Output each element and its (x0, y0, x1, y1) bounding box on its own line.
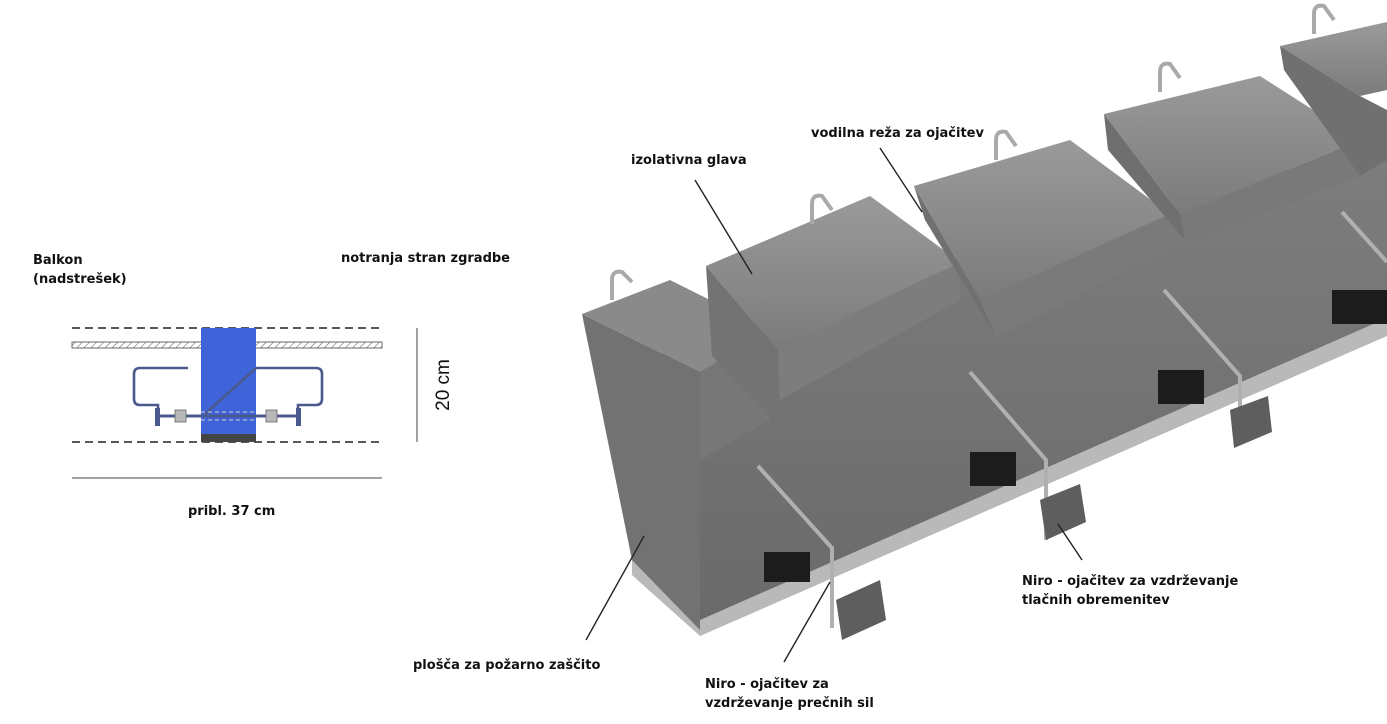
guide-slot-label: vodilna reža za ojačitev (811, 126, 984, 141)
right-bar-nut (265, 409, 278, 423)
insulation-head-1 (706, 196, 960, 420)
compression-rebar-label-line1: Niro - ojačitev za vzdrževanje (1022, 574, 1239, 589)
right-rebar-loop (256, 366, 324, 416)
right-end-plate (296, 408, 301, 426)
top-rebar-hook-1 (610, 269, 634, 300)
leader-insulation-head (694, 179, 753, 275)
insulation-head-2 (914, 140, 1170, 338)
fire-plate-label: plošča za požarno zaščito (413, 658, 601, 673)
compression-rebar-label-line2: tlačnih obremenitev (1022, 593, 1170, 608)
leader-fire-plate (585, 535, 645, 641)
diagonal-shear-bar (204, 367, 257, 415)
leader-guide-slot (879, 147, 923, 213)
leader-shear-rebar (783, 581, 831, 663)
insulation-head-3 (1104, 76, 1360, 244)
height-dimension-label: 20 cm (433, 359, 454, 411)
left-bar-nut (174, 409, 187, 423)
insulation-head-4 (1280, 22, 1387, 176)
product-illustration (582, 3, 1387, 663)
shear-rebar-label: Niro - ojačitev za vzdrževanje prečnih s… (705, 675, 874, 713)
insulation-head-label: izolativna glava (631, 153, 747, 168)
left-end-plate (155, 408, 160, 426)
rebar-bracket-4 (1332, 210, 1387, 324)
base-body-front (640, 140, 1387, 620)
cross-section-diagram (71, 327, 418, 479)
top-rebar-hook-5 (1312, 3, 1336, 34)
balcony-label-line1: Balkon (33, 253, 83, 268)
end-block-front (582, 314, 700, 630)
shear-rebar-label-line1: Niro - ojačitev za (705, 677, 829, 692)
rebar-bracket-1 (756, 464, 886, 640)
interior-side-label: notranja stran zgradbe (341, 251, 510, 266)
top-rebar-hook-3 (994, 129, 1018, 160)
top-rebar-hook-4 (1158, 61, 1182, 92)
left-rebar-loop (132, 366, 188, 416)
fire-plate-section (201, 434, 256, 442)
compression-rebar-label: Niro - ojačitev za vzdrževanje tlačnih o… (1022, 572, 1238, 610)
shear-rebar-label-line2: vzdrževanje prečnih sil (705, 696, 874, 711)
insulation-block-section (201, 328, 256, 442)
leader-compression-rebar (1057, 523, 1083, 561)
width-dimension-label: pribl. 37 cm (188, 504, 276, 519)
top-rebar-hook-2 (810, 193, 834, 224)
rebar-bracket-2 (968, 370, 1086, 540)
balcony-label-line2: (nadstrešek) (33, 272, 127, 287)
balcony-label: Balkon (nadstrešek) (33, 251, 127, 289)
rebar-bracket-3 (1158, 288, 1272, 448)
